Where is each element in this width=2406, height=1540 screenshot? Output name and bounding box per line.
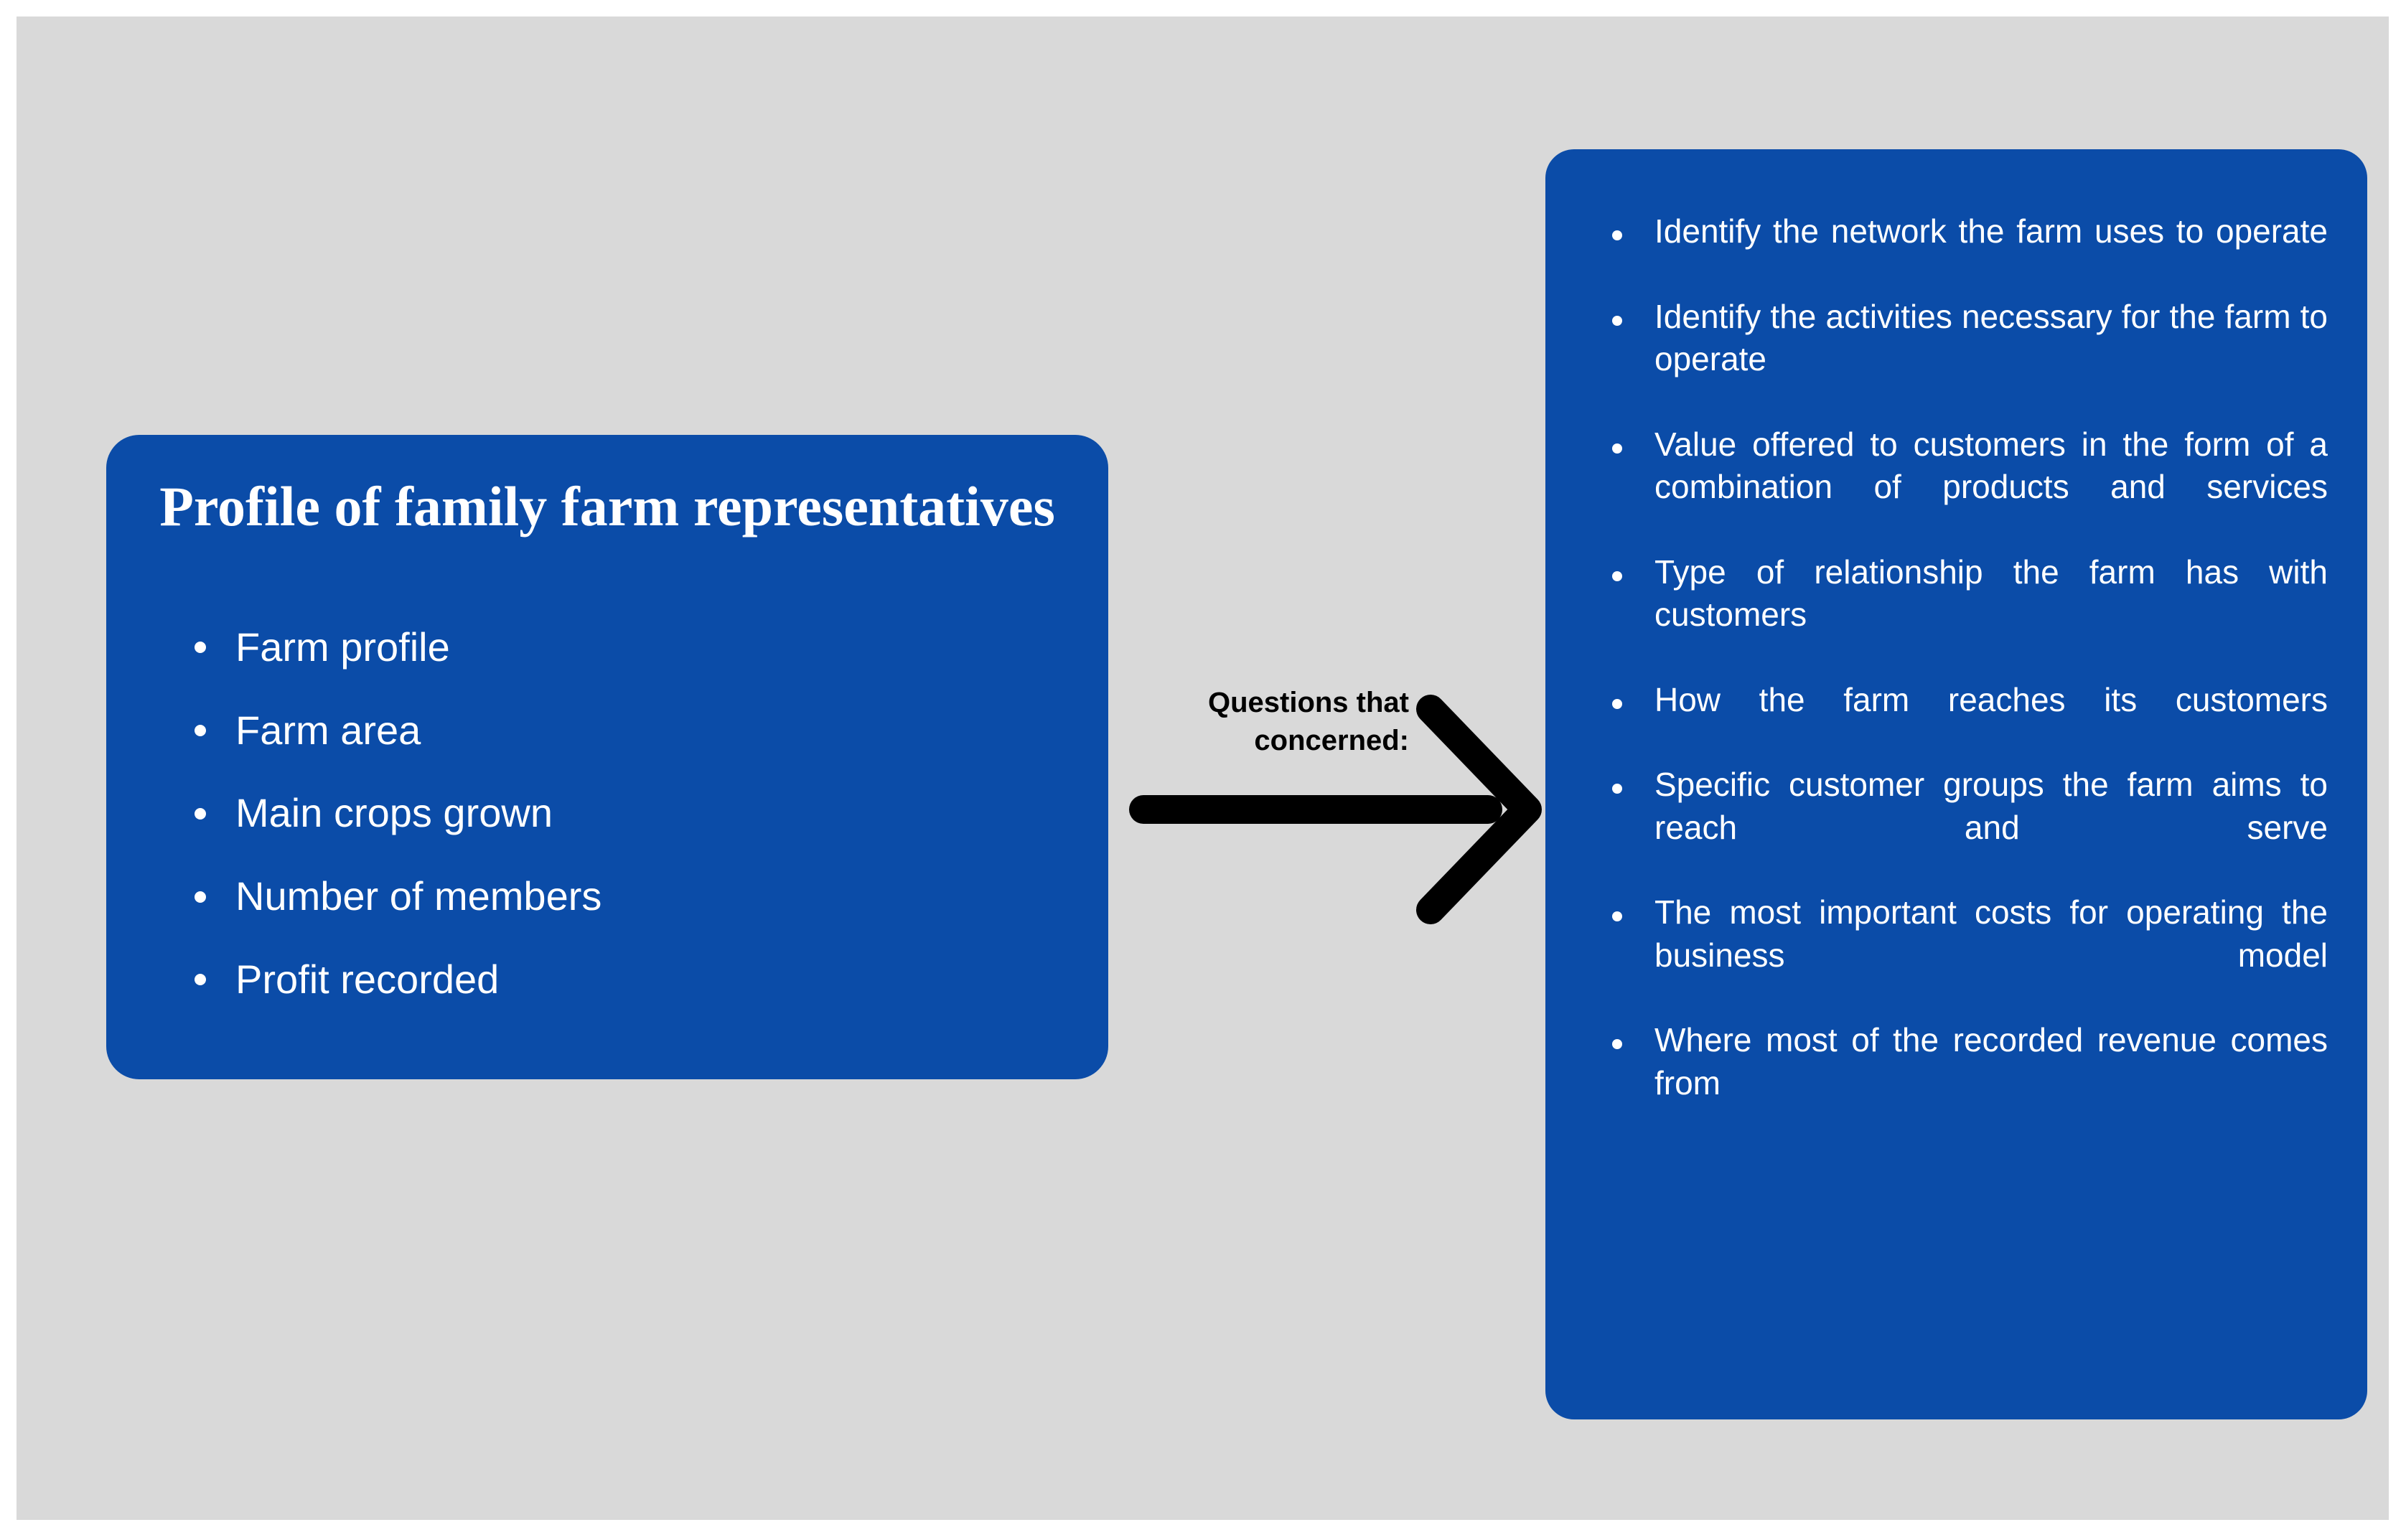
list-item-label: Main crops grown: [235, 790, 553, 836]
profile-card-title: Profile of family farm representatives: [159, 475, 1055, 537]
list-item-label: Where most of the recorded revenue comes…: [1654, 1021, 2328, 1102]
list-item: Profit recorded: [189, 957, 1080, 1003]
list-item: The most important costs for operating t…: [1599, 891, 2328, 1019]
list-item: Identify the network the farm uses to op…: [1599, 210, 2328, 296]
bullet-icon: [1612, 1039, 1622, 1050]
bullet-icon: [1612, 443, 1622, 454]
list-item-label: Profit recorded: [235, 956, 500, 1002]
list-item-label: The most important costs for operating t…: [1654, 893, 2328, 974]
right-arrow-icon: [1129, 695, 1542, 924]
questions-card-list: Identify the network the farm uses to op…: [1599, 210, 2328, 1147]
list-item: Value offered to customers in the form o…: [1599, 423, 2328, 551]
bullet-icon: [1612, 911, 1622, 922]
list-item: Farm area: [189, 708, 1080, 753]
list-item-label: Identify the network the farm uses to op…: [1654, 212, 2328, 250]
bullet-icon: [1612, 315, 1622, 326]
list-item-label: Number of members: [235, 873, 602, 919]
profile-card: Profile of family farm representatives F…: [106, 435, 1108, 1079]
bullet-icon: [195, 642, 206, 654]
list-item: Type of relationship the farm has with c…: [1599, 551, 2328, 679]
list-item-label: How the farm reaches its customers: [1654, 680, 2328, 718]
list-item: Specific customer groups the farm aims t…: [1599, 764, 2328, 891]
questions-card: Identify the network the farm uses to op…: [1545, 149, 2367, 1419]
list-item-label: Identify the activities necessary for th…: [1654, 297, 2328, 377]
list-item-label: Farm area: [235, 707, 421, 753]
list-item-label: Farm profile: [235, 624, 450, 670]
list-item-label: Value offered to customers in the form o…: [1654, 425, 2328, 505]
bullet-icon: [1612, 230, 1622, 240]
bullet-icon: [195, 725, 206, 737]
list-item: Where most of the recorded revenue comes…: [1599, 1019, 2328, 1147]
list-item: Number of members: [189, 873, 1080, 919]
bullet-icon: [1612, 698, 1622, 709]
connector-group: Questions that concerned:: [1122, 680, 1545, 924]
list-item-label: Type of relationship the farm has with c…: [1654, 553, 2328, 633]
list-item: Identify the activities necessary for th…: [1599, 296, 2328, 423]
bullet-icon: [1612, 784, 1622, 794]
bullet-icon: [195, 974, 206, 986]
list-item: Main crops grown: [189, 791, 1080, 836]
bullet-icon: [195, 891, 206, 903]
list-item: Farm profile: [189, 624, 1080, 670]
diagram-canvas: Profile of family farm representatives F…: [17, 17, 2389, 1520]
bullet-icon: [195, 807, 206, 820]
bullet-icon: [1612, 571, 1622, 581]
connector-caption: Questions that concerned:: [1207, 687, 1409, 756]
list-item: How the farm reaches its customers: [1599, 679, 2328, 764]
list-item-label: Specific customer groups the farm aims t…: [1654, 766, 2328, 846]
profile-card-list: Farm profile Farm area Main crops grown …: [189, 624, 1080, 1003]
